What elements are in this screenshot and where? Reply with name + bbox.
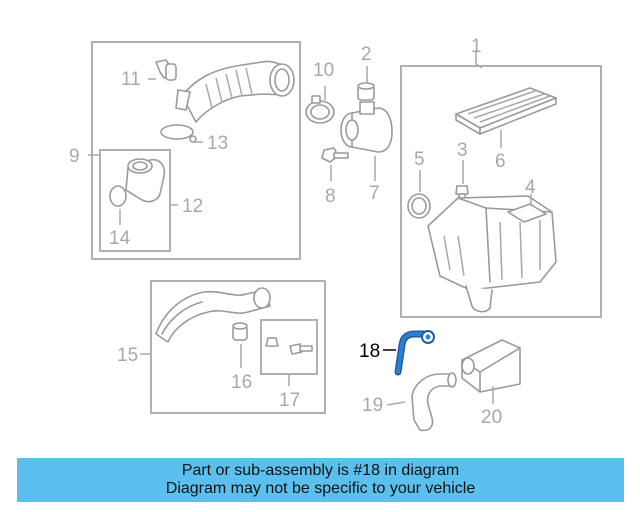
- callout-16: 16: [231, 372, 252, 393]
- part-10-clamp[interactable]: [305, 95, 335, 124]
- callout-14: 14: [109, 228, 131, 249]
- part-20-inlet-duct[interactable]: [461, 339, 521, 393]
- part-4-air-cleaner-housing[interactable]: [427, 195, 557, 313]
- part-8-bolt[interactable]: [321, 147, 349, 163]
- callout-20: 20: [481, 407, 502, 428]
- part-12-adapter[interactable]: [125, 158, 166, 203]
- callout-5: 5: [414, 149, 425, 170]
- callout-13: 13: [207, 133, 228, 154]
- callout-8: 8: [325, 186, 336, 207]
- part-18-breather-hose[interactable]: [394, 330, 435, 376]
- part-5-ring[interactable]: [407, 193, 431, 219]
- callout-12: 12: [182, 196, 203, 217]
- part-17-fasteners[interactable]: [265, 337, 313, 355]
- group-box-1: [400, 65, 602, 318]
- callout-11: 11: [121, 69, 141, 90]
- callout-17: 17: [279, 390, 300, 411]
- banner-line-1: Part or sub-assembly is #18 in diagram: [181, 462, 460, 479]
- info-banner: Part or sub-assembly is #18 in diagram D…: [17, 458, 624, 502]
- part-2-grommet[interactable]: [357, 82, 375, 101]
- part-15-resonator-hose[interactable]: [155, 287, 271, 343]
- callout-2: 2: [361, 44, 372, 65]
- group-box-15: [150, 280, 326, 414]
- part-14-gasket[interactable]: [109, 185, 127, 207]
- callout-18: 18: [359, 341, 380, 362]
- callout-4: 4: [525, 177, 536, 198]
- leader-lines: [88, 52, 532, 406]
- part-11-fitting[interactable]: [155, 59, 177, 81]
- callout-10: 10: [313, 60, 334, 81]
- part-7-maf-sensor[interactable]: [340, 101, 393, 153]
- callout-19: 19: [362, 395, 383, 416]
- part-19-outlet-hose[interactable]: [411, 372, 457, 432]
- part-13-clamp[interactable]: [160, 124, 197, 143]
- group-box-9: [91, 41, 301, 260]
- callout-7: 7: [369, 183, 380, 204]
- callout-9: 9: [69, 146, 80, 167]
- banner-line-2: Diagram may not be specific to your vehi…: [165, 480, 476, 497]
- callout-15: 15: [117, 345, 138, 366]
- part-16-grommet[interactable]: [232, 322, 248, 341]
- part-9-intake-duct[interactable]: [175, 60, 295, 123]
- part-6-filter-element[interactable]: [455, 87, 557, 135]
- callout-1: 1: [471, 36, 482, 57]
- callout-6: 6: [495, 151, 506, 172]
- callout-3: 3: [457, 140, 468, 161]
- group-box-12: [99, 149, 171, 252]
